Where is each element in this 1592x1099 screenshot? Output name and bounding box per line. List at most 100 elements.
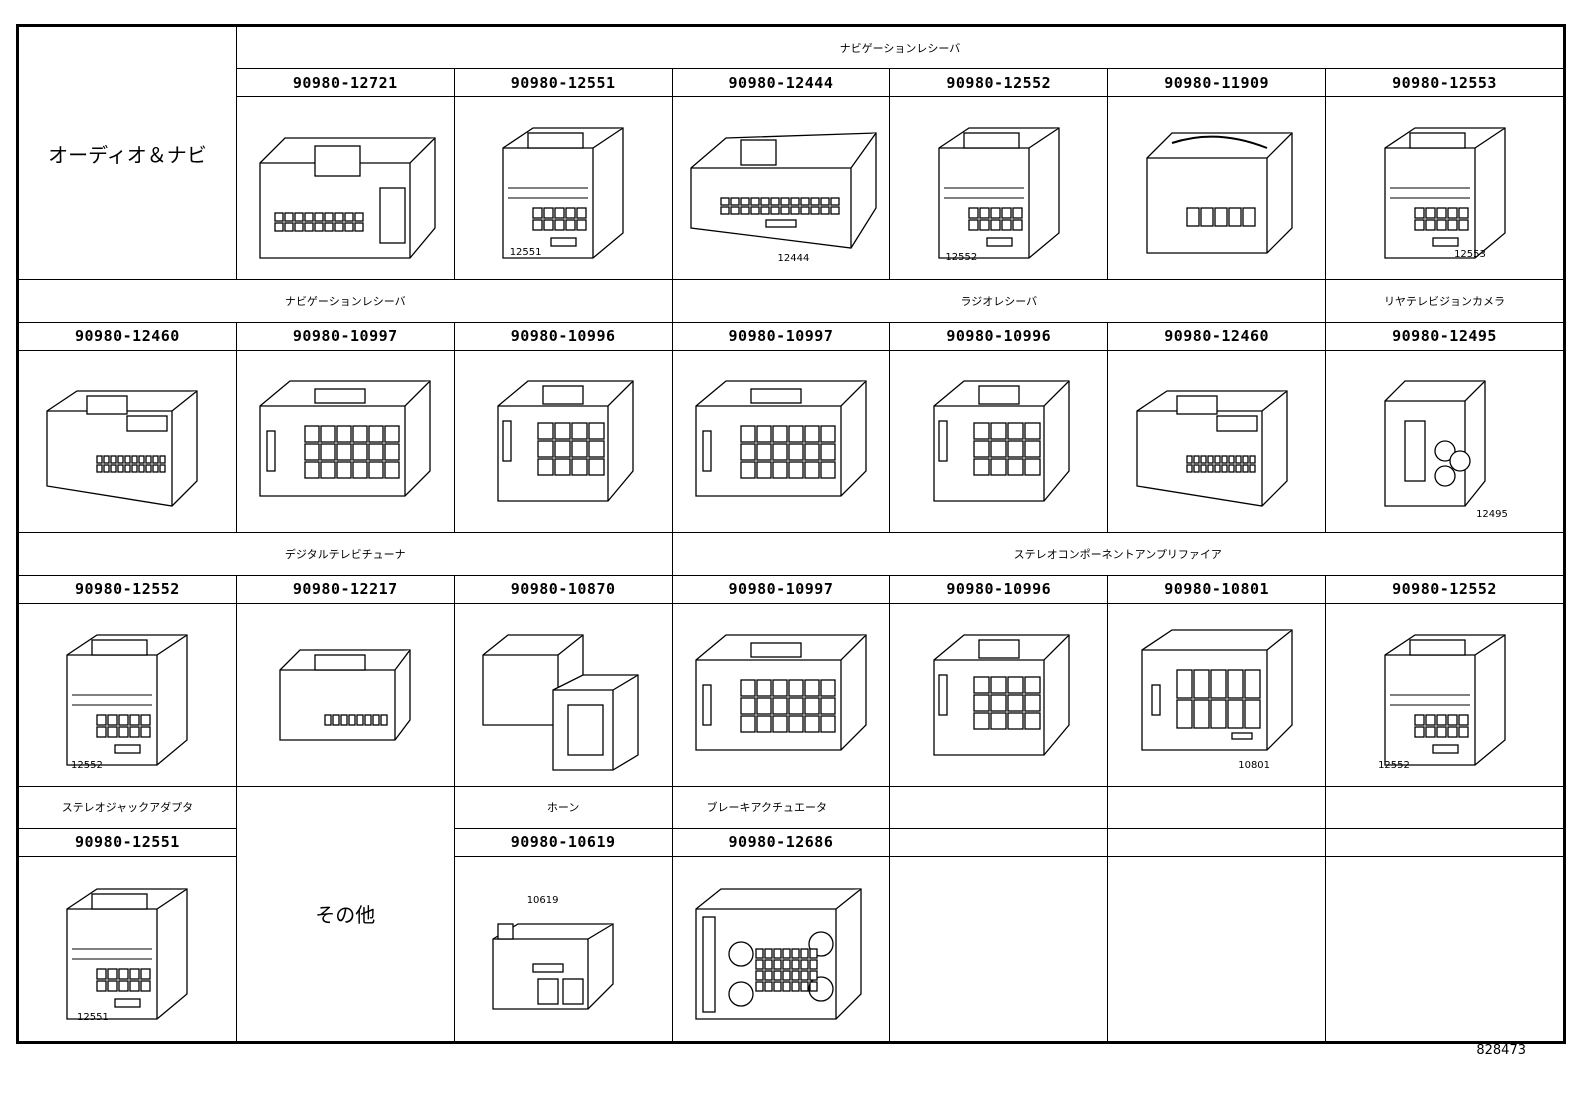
connector-table-sheet: オーディオ＆ナビ ナビゲーションレシーバ 90980-12721 90980-1… — [16, 24, 1566, 1044]
part-number: 90980-12553 — [1325, 68, 1564, 98]
connector-drawing — [259, 380, 431, 498]
part-number: 90980-10996 — [889, 574, 1109, 604]
connector-illustration — [235, 349, 455, 534]
connector-illustration: 12552 — [1325, 602, 1564, 787]
part-number: 90980-10870 — [453, 574, 673, 604]
connector-drawing — [1383, 634, 1506, 766]
connector-drawing — [695, 888, 862, 1020]
connector-illustration — [1107, 349, 1327, 534]
part-number: 90980-12552 — [18, 574, 237, 604]
category-header: ナビゲーションレシーバ — [18, 279, 673, 323]
connector-drawing — [1135, 390, 1288, 508]
callout-label: 12495 — [1476, 508, 1508, 520]
connector-drawing — [1383, 380, 1486, 508]
category-header: ステレオジャックアダプタ — [18, 785, 237, 830]
connector-drawing — [66, 634, 189, 766]
callout-label: 12551 — [509, 247, 542, 259]
empty-cell — [1107, 785, 1327, 830]
category-header: ブレーキアクチュエータ — [671, 785, 891, 830]
connector-illustration — [453, 602, 673, 787]
empty-cell — [1325, 855, 1564, 1043]
callout-label: 10619 — [526, 894, 559, 906]
connector-illustration: 10801 — [1107, 602, 1327, 787]
callout-label: 12552 — [945, 252, 978, 264]
connector-illustration: 12553 — [1325, 96, 1564, 281]
connector-illustration — [671, 602, 891, 787]
connector-table: オーディオ＆ナビ ナビゲーションレシーバ 90980-12721 90980-1… — [18, 25, 1565, 1043]
empty-cell — [889, 785, 1109, 830]
connector-drawing — [1145, 132, 1293, 254]
connector-illustration: 12551 — [453, 96, 673, 281]
connector-illustration: 12552 — [889, 96, 1109, 281]
connector-drawing — [502, 127, 624, 259]
empty-cell — [1107, 828, 1327, 857]
part-number: 90980-11909 — [1107, 68, 1327, 98]
connector-illustration — [889, 602, 1109, 787]
callout-label: 12552 — [71, 759, 103, 771]
part-number: 90980-12495 — [1325, 321, 1564, 351]
connector-illustration: 12551 — [18, 855, 237, 1043]
category-header: ラジオレシーバ — [671, 279, 1327, 323]
document-number: 828473 — [1476, 1043, 1526, 1058]
connector-drawing — [1383, 127, 1506, 259]
empty-cell — [1325, 785, 1564, 830]
connector-drawing — [695, 634, 867, 751]
part-number: 90980-12551 — [453, 68, 673, 98]
part-number: 90980-12460 — [18, 321, 237, 351]
category-header: デジタルテレビチューナ — [18, 532, 673, 576]
connector-drawing — [497, 380, 634, 503]
connector-illustration — [889, 349, 1109, 534]
part-number: 90980-10996 — [453, 321, 673, 351]
connector-illustration: 12495 — [1325, 349, 1564, 534]
connector-drawing — [933, 380, 1070, 503]
empty-cell — [1325, 828, 1564, 857]
part-number: 90980-12721 — [235, 68, 455, 98]
connector-illustration — [1107, 96, 1327, 281]
part-number: 90980-12686 — [671, 828, 891, 857]
empty-cell — [889, 855, 1109, 1043]
part-number: 90980-10997 — [235, 321, 455, 351]
connector-illustration — [18, 349, 237, 534]
connector-drawing — [259, 137, 436, 259]
part-number: 90980-10997 — [671, 321, 891, 351]
callout-label: 10801 — [1238, 759, 1271, 771]
empty-cell — [889, 828, 1109, 857]
connector-drawing — [1140, 629, 1293, 751]
callout-label: 12553 — [1454, 249, 1486, 261]
part-number: 90980-12460 — [1107, 321, 1327, 351]
connector-illustration — [235, 96, 455, 281]
connector-drawing — [279, 649, 411, 741]
part-number: 90980-12552 — [889, 68, 1109, 98]
part-number: 90980-10801 — [1107, 574, 1327, 604]
callout-label: 12551 — [77, 1011, 109, 1023]
part-number: 90980-12551 — [18, 828, 237, 857]
connector-illustration — [453, 349, 673, 534]
part-number: 90980-10996 — [889, 321, 1109, 351]
connector-illustration — [235, 602, 455, 787]
category-header: ステレオコンポーネントアンプリファイア — [671, 532, 1565, 576]
part-number: 90980-10997 — [671, 574, 891, 604]
connector-drawing — [933, 634, 1070, 756]
connector-drawing — [492, 923, 614, 1010]
category-other: その他 — [235, 785, 455, 1043]
callout-label: 12552 — [1378, 759, 1410, 771]
connector-drawing — [690, 132, 877, 249]
connector-drawing — [482, 634, 639, 771]
empty-cell — [1107, 855, 1327, 1043]
connector-illustration — [671, 855, 891, 1043]
category-header: リヤテレビジョンカメラ — [1325, 279, 1564, 323]
connector-drawing — [66, 888, 189, 1020]
connector-drawing — [695, 380, 867, 498]
category-header: ナビゲーションレシーバ — [235, 25, 1565, 70]
callout-label: 12444 — [777, 253, 810, 265]
part-number: 90980-12444 — [671, 68, 891, 98]
connector-drawing — [46, 390, 199, 508]
connector-illustration: 12444 — [671, 96, 891, 281]
connector-illustration: 12552 — [18, 602, 237, 787]
part-number: 90980-12217 — [235, 574, 455, 604]
part-number: 90980-12552 — [1325, 574, 1564, 604]
category-audio-navi: オーディオ＆ナビ — [18, 25, 237, 281]
connector-illustration: 10619 — [453, 855, 673, 1043]
part-number: 90980-10619 — [453, 828, 673, 857]
category-header: ホーン — [453, 785, 673, 830]
